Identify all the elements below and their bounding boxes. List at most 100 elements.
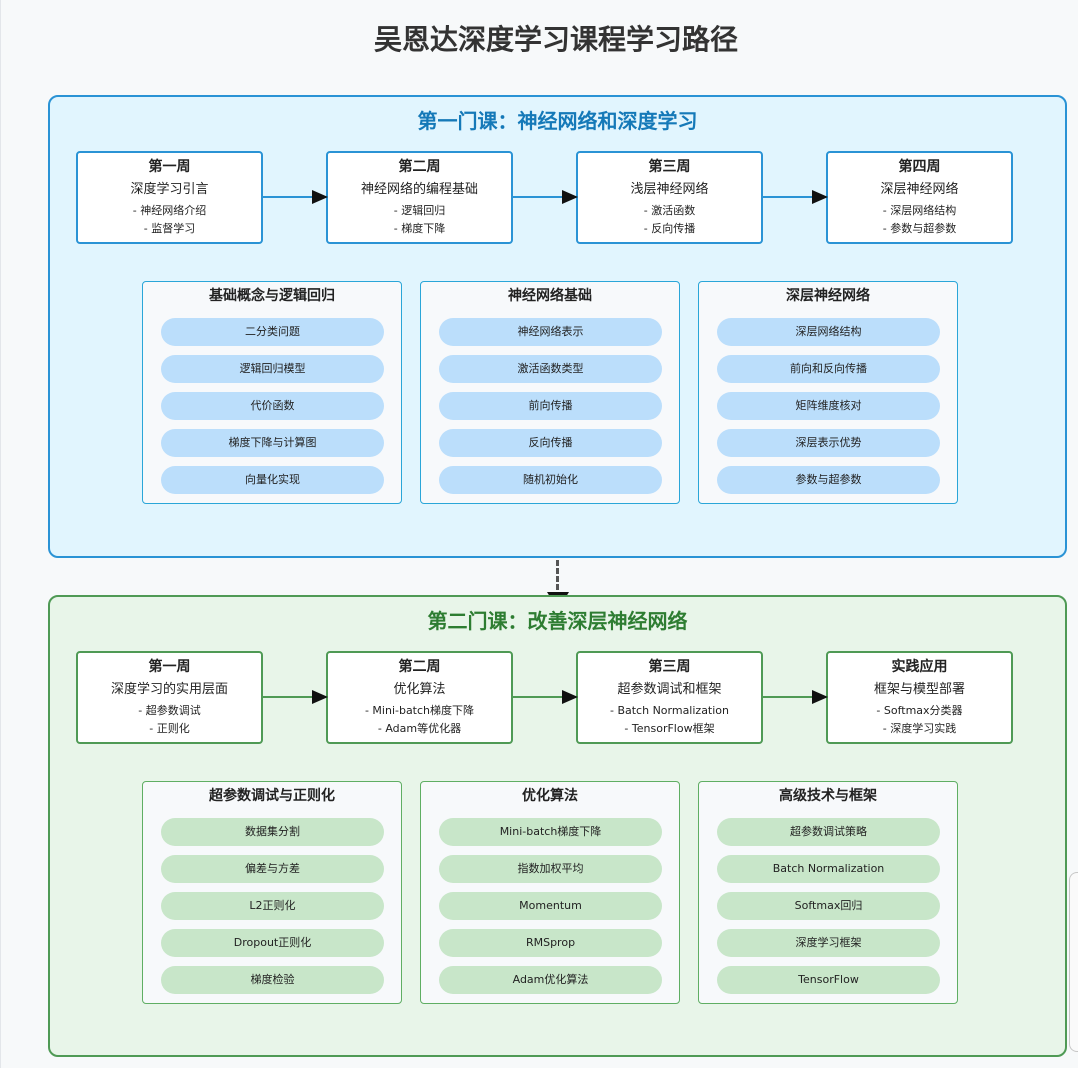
topic-pill: 神经网络表示 <box>439 318 662 346</box>
topic-pill: 参数与超参数 <box>717 466 940 494</box>
scrollbar[interactable] <box>1069 872 1078 1052</box>
week-topic: 超参数调试和框架 <box>617 682 722 697</box>
topic-pill: 随机初始化 <box>439 466 662 494</box>
week-point: - 深度学习实践 <box>882 722 957 735</box>
week-name: 第四周 <box>898 159 941 175</box>
course-2-panel-2: 优化算法 Mini-batch梯度下降 指数加权平均 Momentum RMSp… <box>420 781 680 1004</box>
panel-title: 基础概念与逻辑回归 <box>209 288 335 304</box>
flow-arrow <box>763 690 828 704</box>
week-name: 第一周 <box>148 159 191 175</box>
topic-pill: 前向传播 <box>439 392 662 420</box>
topic-pill: 前向和反向传播 <box>717 355 940 383</box>
topic-pill: 深层表示优势 <box>717 429 940 457</box>
week-topic: 深层神经网络 <box>880 182 959 197</box>
topic-pill: Adam优化算法 <box>439 966 662 994</box>
course-1-week-4-card: 第四周 深层神经网络 - 深层网络结构 - 参数与超参数 <box>826 151 1013 244</box>
panel-title: 高级技术与框架 <box>779 788 877 804</box>
week-topic: 深度学习引言 <box>130 182 209 197</box>
week-name: 第二周 <box>398 659 441 675</box>
week-point: - 梯度下降 <box>393 222 446 235</box>
week-topic: 浅层神经网络 <box>630 182 709 197</box>
week-name: 第三周 <box>648 659 691 675</box>
week-point: - 神经网络介绍 <box>132 204 207 217</box>
arrow-head-icon <box>812 190 828 204</box>
course-1-section: 第一门课：神经网络和深度学习 第一周 深度学习引言 - 神经网络介绍 - 监督学… <box>48 95 1067 558</box>
topic-pill: 反向传播 <box>439 429 662 457</box>
topic-pill: 梯度检验 <box>161 966 384 994</box>
topic-pill: Softmax回归 <box>717 892 940 920</box>
topic-pill: Momentum <box>439 892 662 920</box>
week-point: - Mini-batch梯度下降 <box>364 704 475 717</box>
arrow-head-icon <box>312 190 328 204</box>
course-1-panel-2: 神经网络基础 神经网络表示 激活函数类型 前向传播 反向传播 随机初始化 <box>420 281 680 504</box>
flow-arrow <box>263 190 328 204</box>
week-point: - 逻辑回归 <box>393 204 446 217</box>
week-name: 第一周 <box>148 659 191 675</box>
topic-pill: 深层网络结构 <box>717 318 940 346</box>
topic-pill: L2正则化 <box>161 892 384 920</box>
topic-pill: Mini-batch梯度下降 <box>439 818 662 846</box>
course-1-week-2-card: 第二周 神经网络的编程基础 - 逻辑回归 - 梯度下降 <box>326 151 513 244</box>
course-1-panel-3: 深层神经网络 深层网络结构 前向和反向传播 矩阵维度核对 深层表示优势 参数与超… <box>698 281 958 504</box>
week-point: - 反向传播 <box>643 222 696 235</box>
arrow-head-icon <box>562 690 578 704</box>
week-name: 第二周 <box>398 159 441 175</box>
topic-pill: RMSprop <box>439 929 662 957</box>
week-point: - Softmax分类器 <box>876 704 963 717</box>
week-point: - 深层网络结构 <box>882 204 957 217</box>
panel-title: 神经网络基础 <box>508 288 592 304</box>
topic-pill: 数据集分割 <box>161 818 384 846</box>
course-2-section: 第二门课：改善深层神经网络 第一周 深度学习的实用层面 - 超参数调试 - 正则… <box>48 595 1067 1057</box>
topic-pill: 超参数调试策略 <box>717 818 940 846</box>
topic-pill: 矩阵维度核对 <box>717 392 940 420</box>
week-topic: 神经网络的编程基础 <box>360 182 478 197</box>
topic-pill: 向量化实现 <box>161 466 384 494</box>
topic-pill: 逻辑回归模型 <box>161 355 384 383</box>
arrow-head-icon <box>312 690 328 704</box>
course-2-panel-1: 超参数调试与正则化 数据集分割 偏差与方差 L2正则化 Dropout正则化 梯… <box>142 781 402 1004</box>
panel-title: 深层神经网络 <box>786 288 870 304</box>
flow-arrow <box>763 190 828 204</box>
course-connector-line <box>556 560 559 590</box>
week-point: - 激活函数 <box>643 204 696 217</box>
arrow-head-icon <box>562 190 578 204</box>
course-1-title: 第一门课：神经网络和深度学习 <box>417 109 698 133</box>
course-2-panel-3: 高级技术与框架 超参数调试策略 Batch Normalization Soft… <box>698 781 958 1004</box>
week-point: - 超参数调试 <box>138 704 201 717</box>
week-point: - Batch Normalization <box>609 704 730 717</box>
week-name: 实践应用 <box>891 659 948 675</box>
week-point: - Adam等优化器 <box>377 722 462 735</box>
course-2-week-1-card: 第一周 深度学习的实用层面 - 超参数调试 - 正则化 <box>76 651 263 744</box>
topic-pill: Dropout正则化 <box>161 929 384 957</box>
course-2-week-2-card: 第二周 优化算法 - Mini-batch梯度下降 - Adam等优化器 <box>326 651 513 744</box>
week-topic: 框架与模型部署 <box>873 682 965 697</box>
week-point: - 参数与超参数 <box>882 222 957 235</box>
topic-pill: 偏差与方差 <box>161 855 384 883</box>
week-topic: 优化算法 <box>393 682 446 697</box>
week-point: - 正则化 <box>149 722 190 735</box>
flow-arrow <box>513 690 578 704</box>
course-2-practice-card: 实践应用 框架与模型部署 - Softmax分类器 - 深度学习实践 <box>826 651 1013 744</box>
week-point: - TensorFlow框架 <box>624 722 715 735</box>
course-1-week-1-card: 第一周 深度学习引言 - 神经网络介绍 - 监督学习 <box>76 151 263 244</box>
topic-pill: 激活函数类型 <box>439 355 662 383</box>
topic-pill: 深度学习框架 <box>717 929 940 957</box>
week-topic: 深度学习的实用层面 <box>110 682 228 697</box>
week-point: - 监督学习 <box>143 222 196 235</box>
topic-pill: 二分类问题 <box>161 318 384 346</box>
week-name: 第三周 <box>648 159 691 175</box>
course-2-week-3-card: 第三周 超参数调试和框架 - Batch Normalization - Ten… <box>576 651 763 744</box>
topic-pill: 梯度下降与计算图 <box>161 429 384 457</box>
course-2-title: 第二门课：改善深层神经网络 <box>427 609 688 633</box>
flow-arrow <box>513 190 578 204</box>
panel-title: 超参数调试与正则化 <box>209 788 335 804</box>
course-1-week-3-card: 第三周 浅层神经网络 - 激活函数 - 反向传播 <box>576 151 763 244</box>
course-1-panel-1: 基础概念与逻辑回归 二分类问题 逻辑回归模型 代价函数 梯度下降与计算图 向量化… <box>142 281 402 504</box>
panel-title: 优化算法 <box>522 788 578 804</box>
flow-arrow <box>263 690 328 704</box>
topic-pill: TensorFlow <box>717 966 940 994</box>
topic-pill: 代价函数 <box>161 392 384 420</box>
topic-pill: Batch Normalization <box>717 855 940 883</box>
page-title: 吴恩达深度学习课程学习路径 <box>373 23 738 56</box>
